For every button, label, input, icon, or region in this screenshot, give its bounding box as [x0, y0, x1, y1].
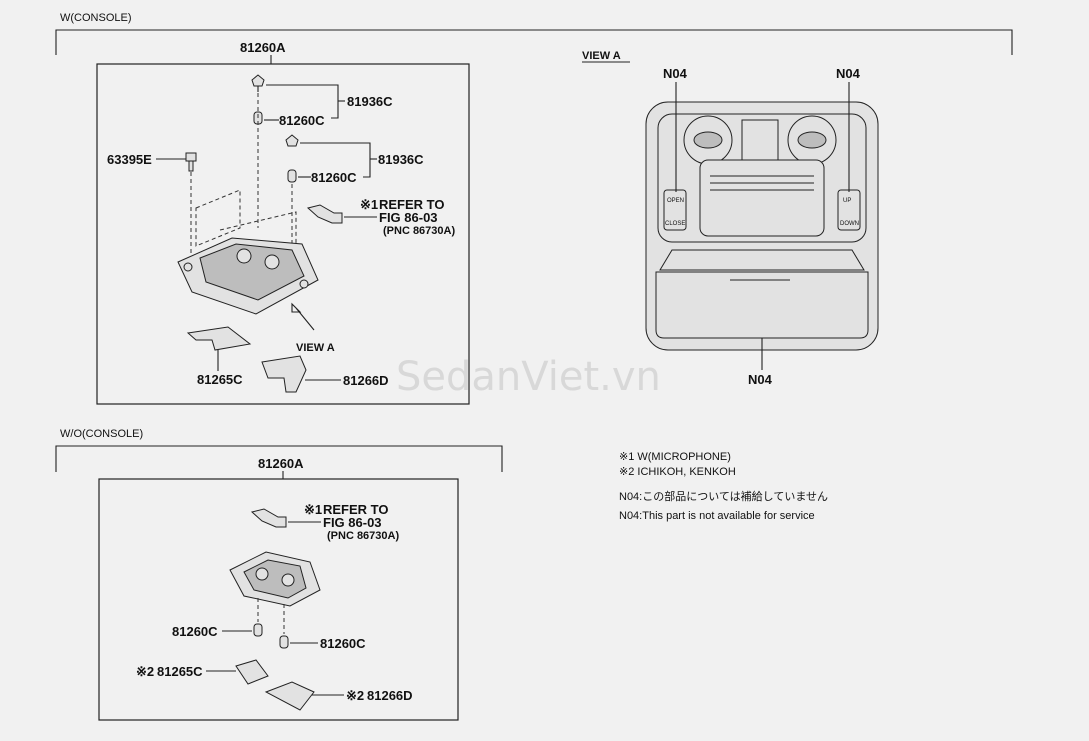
view-a-arrow [291, 302, 315, 331]
part-label-81260c-right-wo[interactable]: 81260C [320, 636, 366, 651]
bulb-part-right-wo [279, 635, 289, 649]
refer-mark-wo: ※1 [304, 502, 322, 517]
screw-part [185, 152, 197, 172]
assembly-frame-without-console [98, 478, 459, 721]
section-bracket-with-console [55, 29, 1013, 55]
part-label-63395e[interactable]: 63395E [107, 152, 152, 167]
alignment-dashes [190, 93, 297, 265]
part-label-81260c-top[interactable]: 81260C [279, 113, 325, 128]
console-housing [177, 237, 319, 315]
view-a-arrow-label: VIEW A [296, 342, 335, 354]
refer-line2[interactable]: FIG 86-03 [379, 210, 438, 225]
lens-mark-left-wo: ※2 [136, 664, 154, 679]
view-a-btn-close: CLOSE [665, 221, 685, 227]
part-label-81936c-mid[interactable]: 81936C [378, 152, 424, 167]
clip-part-top [251, 74, 265, 92]
microphone-part-wo [250, 508, 287, 528]
lamp-housing-wo [229, 551, 321, 607]
bulb-part-left-wo [253, 623, 263, 637]
note-3: N04:この部品については補給していません [619, 489, 828, 503]
part-label-81936c-top[interactable]: 81936C [347, 94, 393, 109]
refer-line1: REFER TO [379, 197, 445, 212]
n04-label-left[interactable]: N04 [663, 66, 688, 81]
assembly-label-with-console[interactable]: 81260A [240, 40, 286, 55]
lens-part-right-wo [264, 681, 315, 711]
n04-label-bottom[interactable]: N04 [748, 372, 773, 387]
clip-part-mid [285, 134, 299, 147]
part-label-81265c[interactable]: 81265C [197, 372, 243, 387]
part-label-81265c-wo[interactable]: 81265C [157, 664, 203, 679]
assembly-frame-with-console [96, 63, 470, 405]
section-bracket-without-console [55, 445, 503, 472]
part-label-81266d-wo[interactable]: 81266D [367, 688, 413, 703]
note-1: ※1 W(MICROPHONE) [619, 451, 731, 463]
note-4: N04:This part is not available for servi… [619, 510, 815, 522]
view-a-console [645, 101, 879, 351]
view-a-btn-up: UP [843, 198, 851, 204]
lens-part-left [186, 326, 252, 351]
view-a-btn-open: OPEN [667, 198, 684, 204]
bulb-part-mid [287, 169, 297, 183]
leader-clip-mid [300, 142, 371, 178]
lens-part-left-wo [235, 659, 269, 685]
refer-line3: (PNC 86730A) [383, 225, 455, 237]
refer-line1-wo: REFER TO [323, 502, 389, 517]
refer-mark: ※1 [360, 197, 378, 212]
lens-part-right [261, 355, 307, 393]
microphone-part [306, 204, 343, 224]
section-header-without-console: W/O(CONSOLE) [60, 428, 143, 440]
note-2: ※2 ICHIKOH, KENKOH [619, 466, 736, 478]
part-label-81260c-left-wo[interactable]: 81260C [172, 624, 218, 639]
part-label-81260c-mid[interactable]: 81260C [311, 170, 357, 185]
watermark: SedanViet.vn [396, 354, 661, 400]
part-label-81266d[interactable]: 81266D [343, 373, 389, 388]
refer-line3-wo: (PNC 86730A) [327, 530, 399, 542]
view-a-btn-down: DOWN [840, 221, 859, 227]
assembly-label-without-console[interactable]: 81260A [258, 456, 304, 471]
n04-label-right[interactable]: N04 [836, 66, 861, 81]
lens-mark-right-wo: ※2 [346, 688, 364, 703]
view-a-title: VIEW A [582, 50, 621, 62]
section-header-with-console: W(CONSOLE) [60, 12, 132, 24]
refer-line2-wo[interactable]: FIG 86-03 [323, 515, 382, 530]
